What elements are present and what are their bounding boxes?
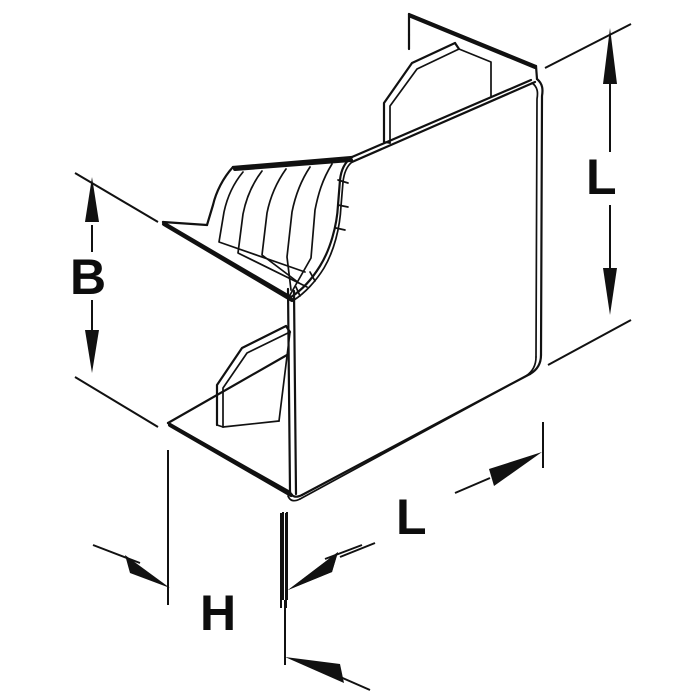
lid-rib-5 <box>289 163 333 296</box>
right-side-panel-fill <box>292 79 541 499</box>
dimension-label-B: B <box>70 249 107 305</box>
front-corner-edge-left <box>286 287 292 494</box>
dimension-B-arrow-top <box>85 177 99 222</box>
lid-top-back-edge <box>231 155 354 169</box>
base-plate-left-edge <box>166 353 289 425</box>
fold-segment-a <box>337 179 349 184</box>
dimension-H-leader-right <box>324 544 363 560</box>
dimension-L-bottom <box>280 422 544 608</box>
rear-hex-tab-bottom <box>383 141 391 144</box>
lid-left-outer-edge <box>205 165 235 227</box>
lid-front-edge-line <box>161 220 293 299</box>
lid-right-fold-outer <box>289 155 354 299</box>
dimension-L-right-ext-bottom <box>547 319 632 366</box>
dimension-L-bottom-arrow-right <box>489 452 542 486</box>
lower-hex-tab-bottom <box>216 424 224 428</box>
lid-rib-1 <box>218 171 306 273</box>
dimension-H-arrow-lower <box>285 657 344 683</box>
dimension-L-right-ext-top <box>544 23 632 69</box>
rear-hex-tab-right-edge <box>458 48 492 97</box>
fold-segment-e <box>295 286 301 297</box>
rear-hex-tab-inner <box>389 48 460 144</box>
rear-top-plate-fill <box>290 14 535 162</box>
dimension-label-L-bottom: L <box>396 489 427 545</box>
dimension-L-bottom-leader-right <box>454 477 491 494</box>
lower-hex-tab-outer <box>215 324 288 427</box>
dimension-L-bottom-leader-left <box>339 542 376 558</box>
rear-hex-tab-outer <box>382 41 457 144</box>
dimension-B-ext-bottom <box>74 376 159 428</box>
fold-segment-d <box>309 271 316 282</box>
dimension-label-H: H <box>200 585 237 641</box>
base-plate-front-edge-thick <box>168 423 293 497</box>
lid-right-fold-inner <box>293 161 353 301</box>
lid-top-back-edge-thick <box>233 158 353 171</box>
dimension-B-ext-top <box>74 172 159 223</box>
dimension-L-right-arrow-bottom <box>603 268 617 315</box>
dimension-L-right <box>544 23 632 366</box>
lower-hex-tab-foot <box>222 420 280 428</box>
front-corner-edge-right <box>292 289 298 496</box>
dimension-L-bottom-arrow-left <box>288 552 338 590</box>
object-body <box>161 12 544 502</box>
lid-rib-3 <box>261 168 300 284</box>
dimension-H-leader-lower <box>337 675 371 691</box>
rear-arm-top-edge-thick <box>409 14 537 69</box>
right-panel-bottom-right-corner <box>528 353 543 376</box>
right-panel-bottom-edge-inner <box>299 375 527 500</box>
lower-hex-tab-right-edge <box>278 331 291 422</box>
lid-rib-2 <box>237 170 308 288</box>
fold-segment-b <box>337 204 349 208</box>
right-panel-bottom-left-corner-inner <box>287 495 301 502</box>
lower-hex-tab-inner <box>222 331 291 428</box>
dimension-label-L-right: L <box>586 149 617 205</box>
dimension-B <box>74 172 159 428</box>
right-panel-top-right-corner-inner <box>531 82 539 358</box>
lower-hex-tab-top <box>284 324 292 334</box>
right-panel-top-right-corner <box>535 77 544 357</box>
dimension-H-arrow-left <box>125 555 170 588</box>
dimension-H-leader-left <box>92 544 141 564</box>
fold-segment-c <box>335 227 346 231</box>
dimension-B-arrow-bottom <box>85 330 99 373</box>
rear-arm-inner-top-edge <box>350 78 533 159</box>
lid-rib-4 <box>286 166 311 291</box>
rear-hex-tab-top <box>453 41 461 51</box>
rear-arm-inner-top-edge-2 <box>350 80 537 164</box>
lid-front-edge-thick <box>162 222 294 302</box>
rear-arm-top-right-corner <box>534 64 539 81</box>
lid-left-front-edge <box>161 220 209 227</box>
lid-flange-fill <box>163 162 352 300</box>
base-plate-fill <box>168 357 295 499</box>
dimension-L-right-arrow-top <box>603 28 617 84</box>
